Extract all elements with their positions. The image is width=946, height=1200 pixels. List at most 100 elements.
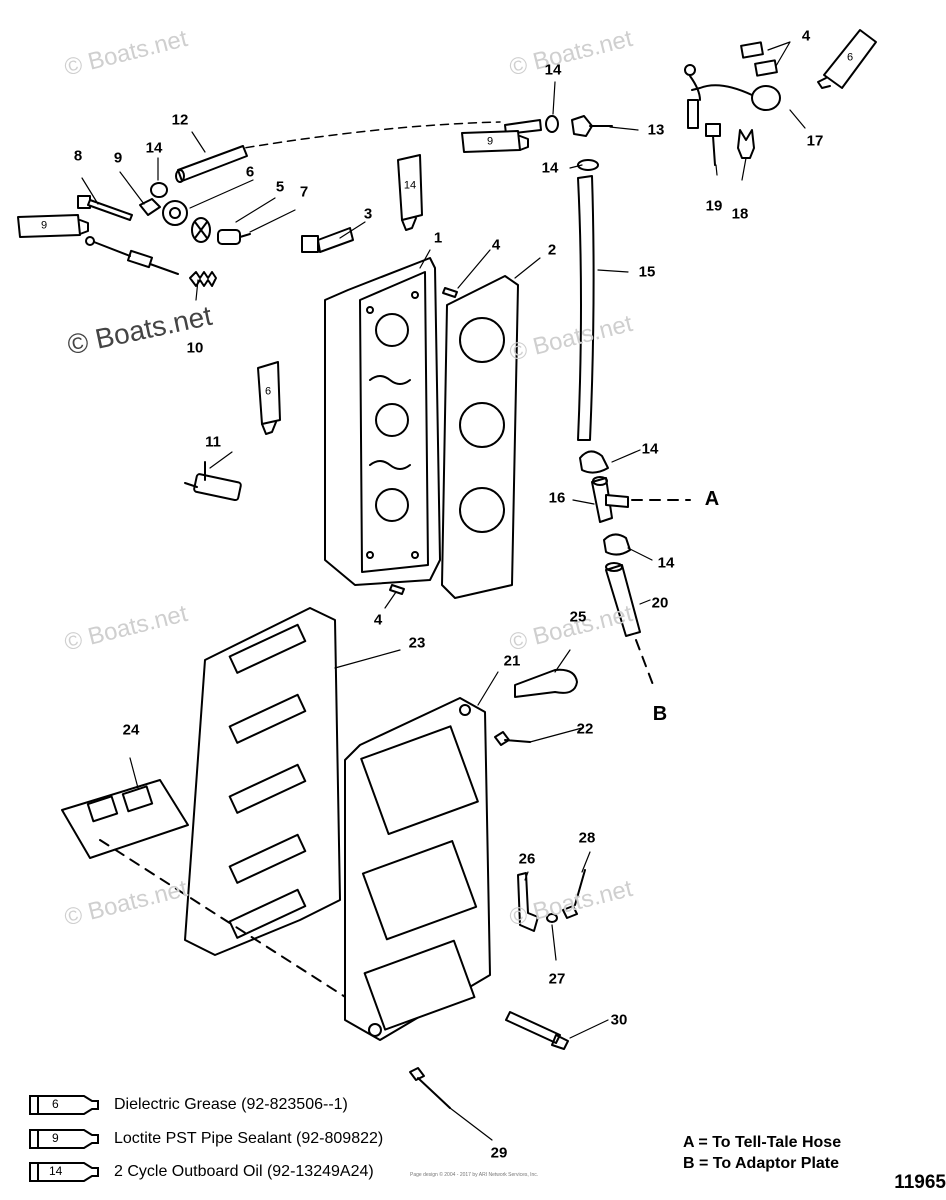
part-12-hose <box>175 145 248 183</box>
callout-8: 8 <box>73 147 83 165</box>
part-8-bolt <box>77 195 133 221</box>
part-19-screw <box>705 123 721 166</box>
callout-26: 26 <box>518 850 536 868</box>
part-29-bolt <box>409 1067 451 1109</box>
callout-11: 11 <box>205 433 221 451</box>
callout-3: 3 <box>363 205 373 223</box>
key-a: A = To Tell-Tale Hose <box>683 1134 842 1151</box>
callout-13: 13 <box>647 121 665 139</box>
tube-14-top <box>397 154 423 231</box>
connection-a-label: A <box>704 488 720 510</box>
callout-24: 24 <box>122 721 140 739</box>
part-15-hose <box>577 175 595 441</box>
figure-number: 11965 <box>894 1172 946 1193</box>
callout-6: 6 <box>245 163 255 181</box>
part-25-clamp <box>514 668 578 698</box>
part-28-screw <box>562 869 586 919</box>
part-4-cap-a <box>740 41 764 59</box>
callout-30: 30 <box>610 1011 628 1029</box>
tube-label: 14 <box>403 179 417 192</box>
callout-15: 15 <box>638 263 656 281</box>
key-b: B = To Adaptor Plate <box>683 1155 840 1172</box>
part-4-pin-upper <box>442 287 458 298</box>
legend-text: 2 Cycle Outboard Oil (92-13249A24) <box>114 1163 374 1180</box>
callout-14: 14 <box>145 139 163 157</box>
callout-23: 23 <box>408 634 426 652</box>
legend-text: Dielectric Grease (92-823506--1) <box>114 1096 348 1113</box>
callout-18: 18 <box>731 205 749 223</box>
part-14-clamp-low <box>603 533 631 556</box>
tube-icon: 9 <box>28 1128 100 1150</box>
callout-29: 29 <box>490 1144 508 1162</box>
part-20-hose <box>605 562 641 637</box>
part-4-pin-lower <box>389 584 405 595</box>
callout-14: 14 <box>541 159 559 177</box>
part-14-clamp-mid <box>579 450 609 474</box>
connection-b-dashed <box>635 639 656 691</box>
callout-19: 19 <box>705 197 723 215</box>
part-5-thermostat <box>191 217 211 243</box>
callout-4: 4 <box>801 27 811 45</box>
callout-14: 14 <box>657 554 675 572</box>
leader-lines <box>81 41 806 1141</box>
callout-1: 1 <box>433 229 443 247</box>
tube-icon: 14 <box>28 1161 100 1183</box>
hose-route-dashed <box>231 121 501 151</box>
callout-25: 25 <box>569 608 587 626</box>
part-18-terminal <box>737 129 755 159</box>
part-11-fitting <box>184 461 242 502</box>
tube-label: 9 <box>40 219 48 232</box>
tube-icon: 6 <box>28 1094 100 1116</box>
part-24-reed-block <box>61 779 189 859</box>
part-1-cylinder-head <box>324 257 441 586</box>
part-30-bolt <box>505 1011 569 1050</box>
callout-7: 7 <box>299 183 309 201</box>
callout-10: 10 <box>186 339 204 357</box>
legend-code: 14 <box>49 1164 63 1178</box>
reed-leader-dashed <box>99 839 351 1001</box>
tube-label: 6 <box>846 51 854 64</box>
legend-row: 14 2 Cycle Outboard Oil (92-13249A24) <box>28 1161 374 1183</box>
callout-27: 27 <box>548 970 566 988</box>
legend-row: 6 Dielectric Grease (92-823506--1) <box>28 1094 348 1116</box>
callout-4: 4 <box>491 236 501 254</box>
part-4-cap-b <box>754 59 778 77</box>
callout-14: 14 <box>641 440 659 458</box>
part-10-sender <box>85 236 217 287</box>
part-13-elbow <box>571 115 613 137</box>
tube-6-top <box>817 29 877 89</box>
part-6-cover <box>162 200 188 226</box>
part-26-bracket <box>517 872 539 932</box>
callout-9: 9 <box>113 149 123 167</box>
part-7-valve <box>217 229 251 245</box>
legend-row: 9 Loctite PST Pipe Sealant (92-809822) <box>28 1128 383 1150</box>
tube-label: 6 <box>264 385 272 398</box>
part-27-washer <box>546 913 558 923</box>
part-2-head-gasket <box>441 275 519 599</box>
copyright-line: Page design © 2004 - 2017 by ARI Network… <box>410 1172 539 1178</box>
callout-5: 5 <box>275 178 285 196</box>
tube-9-top <box>461 130 529 153</box>
callout-12: 12 <box>171 111 189 129</box>
part-9-fitting <box>139 198 161 216</box>
legend-code: 9 <box>52 1131 59 1145</box>
callout-4: 4 <box>373 611 383 629</box>
callout-28: 28 <box>578 829 596 847</box>
part-22-bolt <box>494 731 531 746</box>
callout-2: 2 <box>547 241 557 259</box>
connection-b-label: B <box>652 703 668 725</box>
part-14-oring-left <box>150 182 168 198</box>
part-3-bolt <box>301 227 354 253</box>
part-16-tee-fitting <box>591 476 629 523</box>
legend-code: 6 <box>52 1097 59 1111</box>
tube-6-mid <box>257 361 281 435</box>
callout-22: 22 <box>576 720 594 738</box>
part-23-gasket <box>184 607 341 956</box>
tube-9-left <box>17 214 89 238</box>
callout-16: 16 <box>548 489 566 507</box>
part-21-manifold <box>344 697 491 1041</box>
callout-20: 20 <box>651 594 669 612</box>
part-17-sensor <box>684 64 781 129</box>
callout-17: 17 <box>806 132 824 150</box>
